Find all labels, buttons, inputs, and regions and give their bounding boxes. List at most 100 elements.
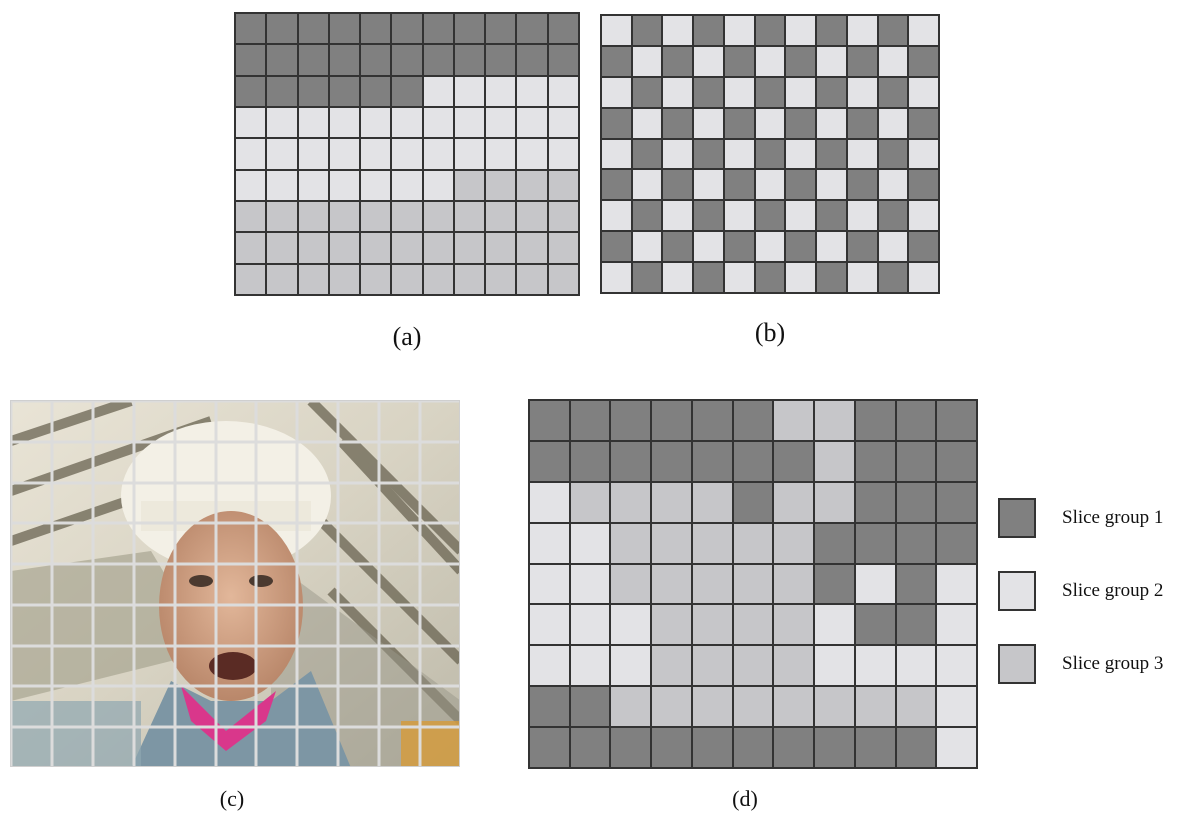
macroblock-group-1: [530, 401, 569, 440]
macroblock-group-1: [392, 45, 421, 74]
macroblock-group-2: [909, 263, 938, 292]
macroblock-group-1: [856, 728, 895, 767]
macroblock-group-1: [361, 45, 390, 74]
macroblock-group-2: [486, 139, 515, 168]
macroblock-group-2: [786, 263, 815, 292]
macroblock-group-1: [879, 263, 908, 292]
macroblock-group-1: [517, 45, 546, 74]
macroblock-group-1: [897, 442, 936, 481]
macroblock-group-1: [517, 14, 546, 43]
macroblock-group-3: [517, 202, 546, 231]
macroblock-group-2: [663, 140, 692, 169]
macroblock-group-2: [517, 108, 546, 137]
macroblock-group-1: [361, 14, 390, 43]
macroblock-group-2: [424, 139, 453, 168]
macroblock-group-3: [267, 202, 296, 231]
macroblock-group-1: [756, 201, 785, 230]
macroblock-group-1: [530, 687, 569, 726]
macroblock-group-1: [652, 401, 691, 440]
macroblock-group-3: [392, 202, 421, 231]
macroblock-group-3: [330, 265, 359, 294]
macroblock-group-3: [392, 233, 421, 262]
macroblock-group-3: [517, 171, 546, 200]
macroblock-group-3: [236, 265, 265, 294]
panel-a-caption: (a): [367, 322, 447, 352]
macroblock-group-3: [774, 483, 813, 522]
macroblock-group-2: [848, 78, 877, 107]
macroblock-group-1: [725, 47, 754, 76]
macroblock-group-2: [549, 139, 578, 168]
macroblock-group-1: [611, 728, 650, 767]
macroblock-group-1: [602, 232, 631, 261]
macroblock-group-1: [633, 201, 662, 230]
macroblock-group-1: [786, 47, 815, 76]
macroblock-group-3: [424, 202, 453, 231]
macroblock-group-2: [267, 139, 296, 168]
macroblock-group-2: [663, 201, 692, 230]
macroblock-group-3: [652, 483, 691, 522]
macroblock-group-3: [486, 265, 515, 294]
panel-d-caption: (d): [705, 786, 785, 812]
macroblock-group-3: [897, 687, 936, 726]
macroblock-group-3: [815, 401, 854, 440]
macroblock-group-3: [424, 265, 453, 294]
macroblock-group-1: [330, 45, 359, 74]
macroblock-group-1: [725, 170, 754, 199]
macroblock-group-2: [530, 524, 569, 563]
macroblock-group-1: [725, 232, 754, 261]
macroblock-group-1: [856, 524, 895, 563]
macroblock-group-2: [879, 109, 908, 138]
macroblock-group-3: [571, 483, 610, 522]
macroblock-group-1: [267, 14, 296, 43]
macroblock-group-2: [937, 687, 976, 726]
macroblock-group-2: [330, 171, 359, 200]
macroblock-group-3: [267, 233, 296, 262]
macroblock-group-3: [693, 687, 732, 726]
macroblock-group-2: [756, 109, 785, 138]
macroblock-group-1: [486, 45, 515, 74]
macroblock-group-2: [299, 108, 328, 137]
macroblock-group-2: [236, 139, 265, 168]
macroblock-group-2: [663, 263, 692, 292]
macroblock-group-3: [611, 565, 650, 604]
macroblock-group-1: [602, 109, 631, 138]
macroblock-group-2: [725, 140, 754, 169]
macroblock-group-3: [455, 265, 484, 294]
macroblock-group-2: [848, 201, 877, 230]
macroblock-group-2: [236, 171, 265, 200]
macroblock-group-2: [848, 140, 877, 169]
macroblock-group-2: [611, 605, 650, 644]
macroblock-group-3: [734, 605, 773, 644]
macroblock-group-2: [530, 605, 569, 644]
macroblock-group-1: [856, 442, 895, 481]
macroblock-group-3: [815, 442, 854, 481]
macroblock-group-1: [774, 442, 813, 481]
macroblock-group-1: [330, 14, 359, 43]
macroblock-group-1: [756, 140, 785, 169]
macroblock-group-2: [633, 232, 662, 261]
macroblock-group-1: [236, 45, 265, 74]
macroblock-group-3: [652, 646, 691, 685]
macroblock-group-1: [786, 170, 815, 199]
macroblock-group-1: [909, 47, 938, 76]
macroblock-group-1: [663, 109, 692, 138]
macroblock-group-2: [571, 524, 610, 563]
macroblock-group-3: [236, 233, 265, 262]
macroblock-group-3: [361, 265, 390, 294]
macroblock-group-1: [734, 401, 773, 440]
macroblock-group-1: [236, 77, 265, 106]
macroblock-group-2: [299, 139, 328, 168]
macroblock-group-2: [725, 78, 754, 107]
macroblock-group-1: [633, 16, 662, 45]
slice-group-3-swatch: [998, 644, 1036, 684]
macroblock-group-1: [299, 14, 328, 43]
macroblock-group-2: [909, 201, 938, 230]
macroblock-group-1: [817, 140, 846, 169]
macroblock-group-2: [817, 47, 846, 76]
macroblock-group-2: [602, 263, 631, 292]
slice-group-2-label: Slice group 2: [1062, 580, 1163, 602]
macroblock-group-2: [937, 565, 976, 604]
macroblock-group-3: [299, 233, 328, 262]
macroblock-group-1: [734, 483, 773, 522]
macroblock-group-2: [694, 170, 723, 199]
